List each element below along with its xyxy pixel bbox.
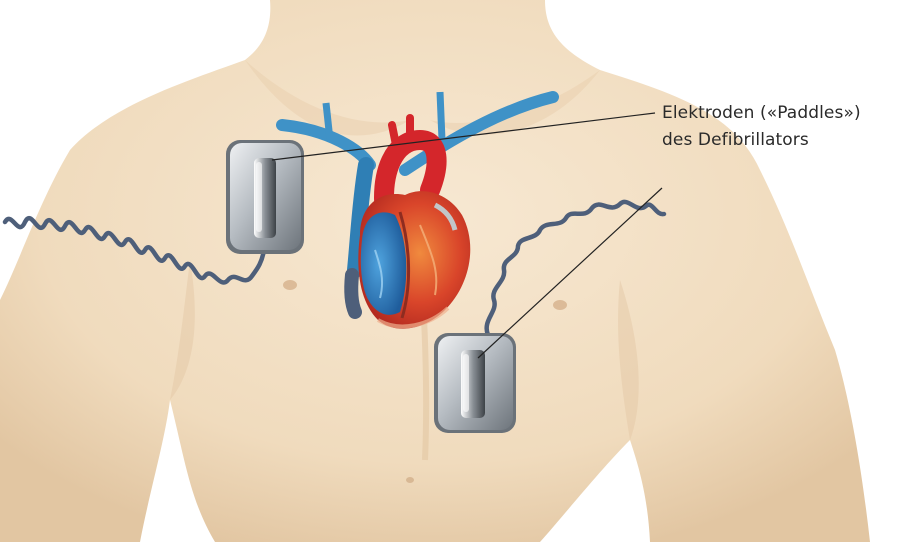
annotation-label-line-2: des Defibrillators: [662, 130, 809, 150]
annotation-label-line-1: Elektroden («Paddles»): [662, 103, 861, 123]
defibrillator-paddle-lower: [434, 333, 516, 433]
